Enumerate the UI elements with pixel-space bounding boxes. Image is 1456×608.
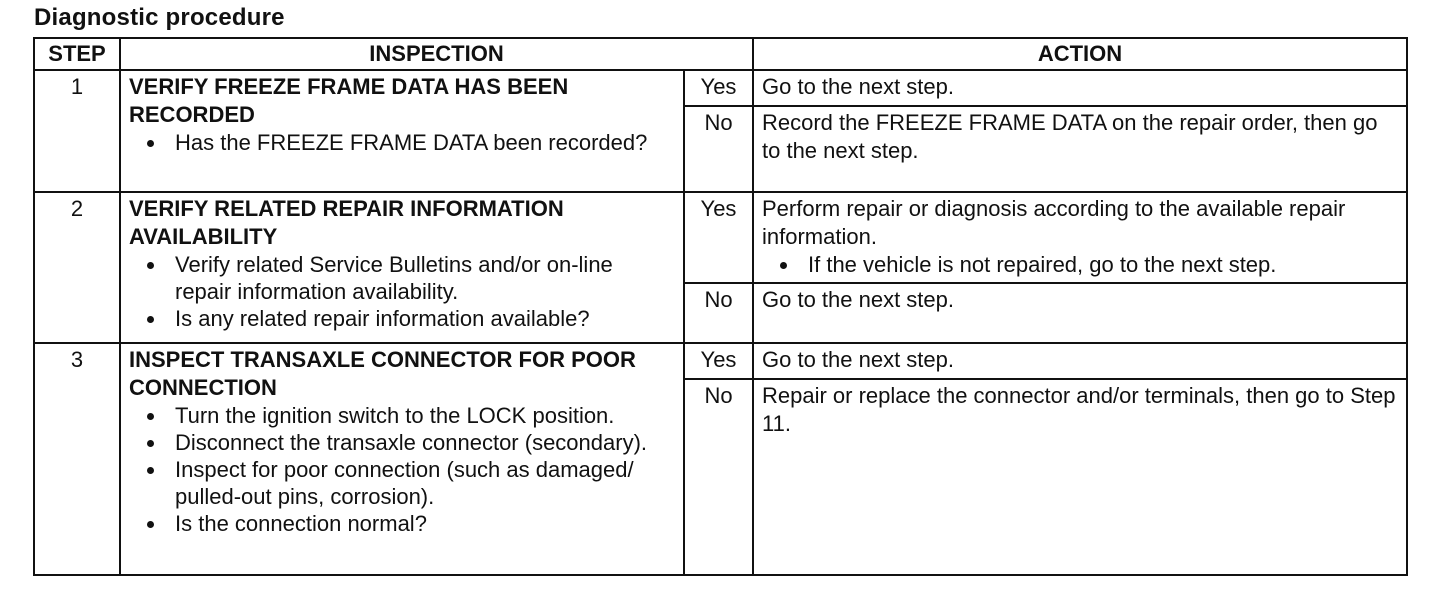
inspection-bullet: Is the connection normal?: [167, 510, 675, 537]
step-number: 2: [33, 191, 121, 344]
inspection-header: INSPECTION: [119, 37, 754, 71]
inspection-bullets: Verify related Service Bulletins and/or …: [129, 251, 675, 332]
inspection-cell: VERIFY FREEZE FRAME DATA HAS BEEN RECORD…: [119, 69, 685, 193]
inspection-cell: INSPECT TRANSAXLE CONNECTOR FOR POOR CON…: [119, 342, 685, 576]
action-header: ACTION: [752, 37, 1408, 71]
no-action: Record the FREEZE FRAME DATA on the repa…: [752, 105, 1408, 193]
step-number: 1: [33, 69, 121, 193]
no-label: No: [683, 282, 754, 344]
step-number: 3: [33, 342, 121, 576]
table-row: 3 INSPECT TRANSAXLE CONNECTOR FOR POOR C…: [33, 342, 1408, 576]
inspection-bullet: Is any related repair information availa…: [167, 305, 675, 332]
step-header: STEP: [33, 37, 121, 71]
table-row: No Repair or replace the connector and/o…: [34, 378, 1408, 576]
no-action: Repair or replace the connector and/or t…: [752, 378, 1408, 576]
inspection-bullets: Turn the ignition switch to the LOCK pos…: [129, 402, 675, 537]
table-row: No Go to the next step.: [34, 282, 1408, 344]
no-action: Go to the next step.: [752, 282, 1408, 344]
page-title: Diagnostic procedure: [34, 4, 285, 31]
yes-action: Perform repair or diagnosis according to…: [762, 196, 1346, 249]
no-label: No: [683, 105, 754, 193]
inspection-heading: VERIFY FREEZE FRAME DATA HAS BEEN RECORD…: [129, 74, 569, 127]
yes-action-cell: Perform repair or diagnosis according to…: [752, 191, 1408, 284]
yes-label: Yes: [683, 342, 754, 380]
inspection-bullets: Has the FREEZE FRAME DATA been recorded?: [129, 129, 675, 156]
inspection-cell: VERIFY RELATED REPAIR INFORMATION AVAILA…: [119, 191, 685, 344]
inspection-bullet: Disconnect the transaxle connector (seco…: [167, 429, 675, 456]
diagnostic-table: STEP INSPECTION ACTION 1 VERIFY FREEZE F…: [33, 37, 1408, 576]
table-header-row: STEP INSPECTION ACTION: [33, 37, 1408, 71]
action-bullet: If the vehicle is not repaired, go to th…: [800, 251, 1398, 278]
table-row: No Record the FREEZE FRAME DATA on the r…: [34, 105, 1408, 193]
inspection-heading: INSPECT TRANSAXLE CONNECTOR FOR POOR CON…: [129, 347, 636, 400]
inspection-bullet: Turn the ignition switch to the LOCK pos…: [167, 402, 675, 429]
inspection-bullet: Has the FREEZE FRAME DATA been recorded?: [167, 129, 675, 156]
action-bullets: If the vehicle is not repaired, go to th…: [762, 251, 1398, 278]
yes-label: Yes: [683, 69, 754, 107]
table-row: 1 VERIFY FREEZE FRAME DATA HAS BEEN RECO…: [33, 69, 1408, 193]
yes-action: Go to the next step.: [752, 69, 1408, 107]
yes-action: Go to the next step.: [752, 342, 1408, 380]
inspection-bullet: Inspect for poor connection (such as dam…: [167, 456, 675, 510]
inspection-bullet: Verify related Service Bulletins and/or …: [167, 251, 675, 305]
yes-label: Yes: [683, 191, 754, 284]
inspection-heading: VERIFY RELATED REPAIR INFORMATION AVAILA…: [129, 196, 564, 249]
no-label: No: [683, 378, 754, 576]
table-row: 2 VERIFY RELATED REPAIR INFORMATION AVAI…: [33, 191, 1408, 344]
